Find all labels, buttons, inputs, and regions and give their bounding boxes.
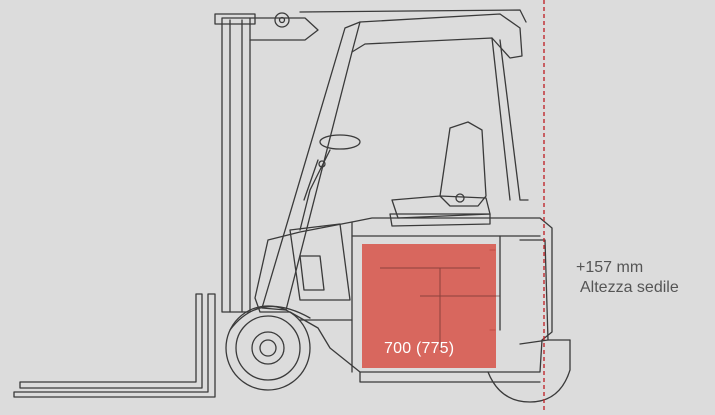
overhead-guard bbox=[261, 9, 529, 311]
front-wheel bbox=[225, 305, 311, 391]
steering bbox=[299, 134, 361, 231]
seat bbox=[389, 121, 491, 227]
chassis bbox=[254, 217, 553, 383]
battery-dimension-label: 700 (775) bbox=[384, 340, 455, 357]
seat-height-increment: +157 mm bbox=[576, 259, 644, 276]
seat-height-label: Altezza sedile bbox=[580, 279, 679, 296]
battery-compartment bbox=[362, 244, 496, 368]
mast bbox=[214, 12, 319, 313]
rear-wheel bbox=[487, 339, 571, 403]
forks bbox=[13, 293, 216, 398]
